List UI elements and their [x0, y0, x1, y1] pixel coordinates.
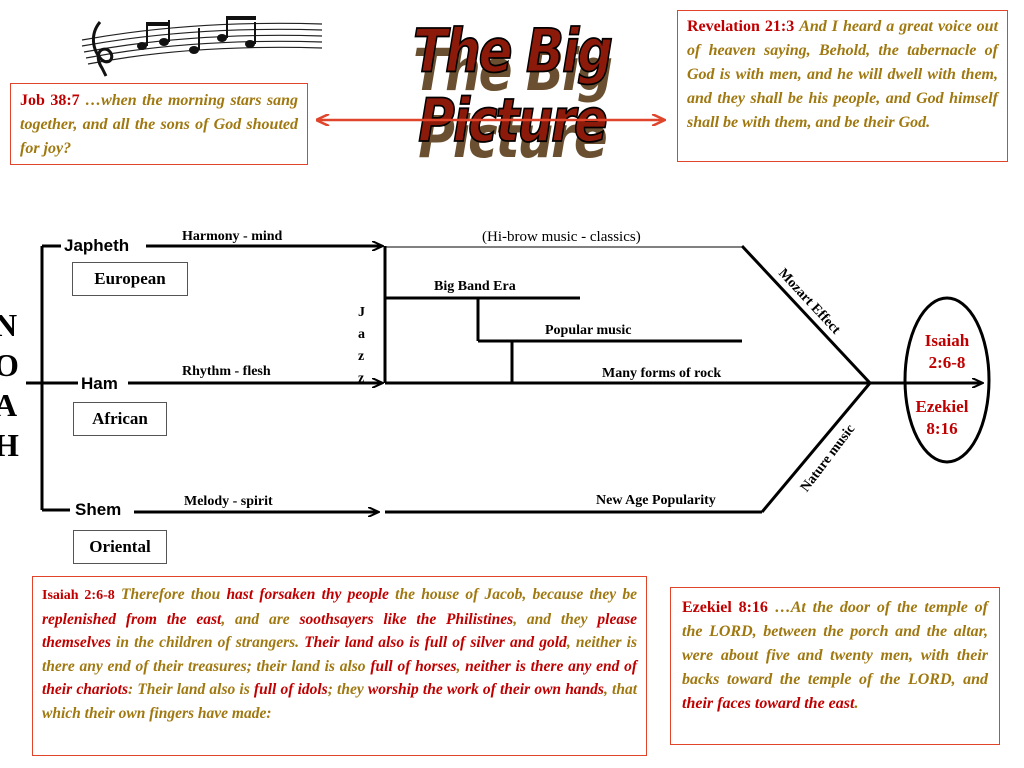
isaiah-segment: please themselves	[42, 610, 637, 652]
isaiah-segment: in the children of strangers.	[110, 634, 305, 651]
isaiah-ref: Isaiah 2:6-8	[42, 588, 115, 603]
isaiah-verse-box: Isaiah 2:6-8 Therefore thou hast forsake…	[32, 576, 647, 756]
dest-ezekiel: Ezekiel 8:16	[902, 396, 982, 440]
job-verse-box: Job 38:7 …when the morning stars sang to…	[10, 83, 308, 165]
noah-letter-o: O	[0, 347, 19, 383]
job-ref: Job 38:7	[20, 92, 80, 109]
isaiah-segment: full of idols	[253, 681, 328, 698]
noah-letter-a: A	[0, 387, 18, 423]
dest-ezekiel-line1: Ezekiel	[915, 397, 969, 416]
dest-isaiah-line2: 2:6-8	[928, 353, 966, 372]
branch-popular: Popular music	[545, 323, 632, 338]
trait-harmony: Harmony - mind	[182, 229, 283, 244]
son-shem: Shem	[72, 500, 125, 520]
ezekiel-verse-box: Ezekiel 8:16 …At the door of the temple …	[670, 587, 1000, 745]
isaiah-segment: neither is there any end of their chario…	[42, 657, 638, 699]
region-african: African	[73, 402, 167, 436]
dest-ezekiel-line2: 8:16	[926, 419, 958, 438]
isaiah-segment: Their land also is full of silver and go…	[304, 634, 567, 651]
revelation-ref: Revelation 21:3	[687, 18, 795, 35]
ezekiel-segment: their faces toward the east	[682, 695, 855, 712]
branch-hi-brow: (Hi-brow music - classics)	[482, 229, 641, 245]
branch-new-age: New Age Popularity	[596, 493, 716, 508]
revelation-text: And I heard a great voice out of heaven …	[687, 18, 999, 131]
isaiah-text: Therefore thou hast forsaken thy people …	[42, 586, 637, 722]
jazz-letter-z1: z	[358, 349, 365, 364]
isaiah-segment: , and are	[221, 610, 300, 628]
dest-isaiah: Isaiah 2:6-8	[907, 330, 987, 374]
job-text: …when the morning stars sang together, a…	[20, 92, 298, 157]
ezekiel-segment: .	[854, 695, 859, 712]
noah-letter-h: H	[0, 427, 19, 463]
music-notes-icon	[81, 16, 323, 77]
jazz-letter-a: a	[358, 327, 365, 342]
son-japheth: Japheth	[61, 236, 133, 256]
jazz-letter-z2: z	[358, 371, 365, 386]
isaiah-segment: : Their land also is	[128, 681, 254, 698]
isaiah-segment: ,	[456, 657, 466, 675]
isaiah-segment: , neither is there any end of their trea…	[42, 634, 637, 675]
branch-rock: Many forms of rock	[602, 366, 722, 381]
isaiah-segment: replenished from the east	[42, 610, 222, 628]
region-oriental: Oriental	[73, 530, 167, 564]
isaiah-segment: , that which their own fingers have made…	[42, 681, 637, 722]
isaiah-segment: Therefore thou	[120, 586, 227, 603]
noah-letter-n: N	[0, 307, 18, 343]
ezekiel-text: …At the door of the temple of the LORD, …	[682, 599, 988, 712]
isaiah-segment: full of horses	[370, 657, 457, 675]
ezekiel-ref: Ezekiel 8:16	[682, 599, 768, 616]
isaiah-segment: soothsayers like the Philistines	[299, 610, 514, 628]
branch-big-band: Big Band Era	[434, 279, 516, 294]
ezekiel-segment: …At the door of the temple of the LORD, …	[682, 599, 988, 688]
isaiah-segment: worship the work of their own hands	[367, 681, 604, 698]
isaiah-segment: hast forsaken thy people	[226, 586, 389, 603]
trait-melody: Melody - spirit	[184, 494, 273, 509]
isaiah-segment: the house of Jacob, because they be	[388, 586, 638, 603]
isaiah-segment: ; they	[327, 681, 368, 698]
region-european: European	[72, 262, 188, 296]
dest-isaiah-line1: Isaiah	[924, 331, 970, 350]
son-ham: Ham	[78, 374, 121, 394]
trait-rhythm: Rhythm - flesh	[182, 364, 271, 379]
isaiah-segment: , and they	[513, 610, 598, 628]
revelation-verse-box: Revelation 21:3 And I heard a great voic…	[677, 10, 1008, 162]
jazz-letter-j: J	[358, 305, 365, 320]
